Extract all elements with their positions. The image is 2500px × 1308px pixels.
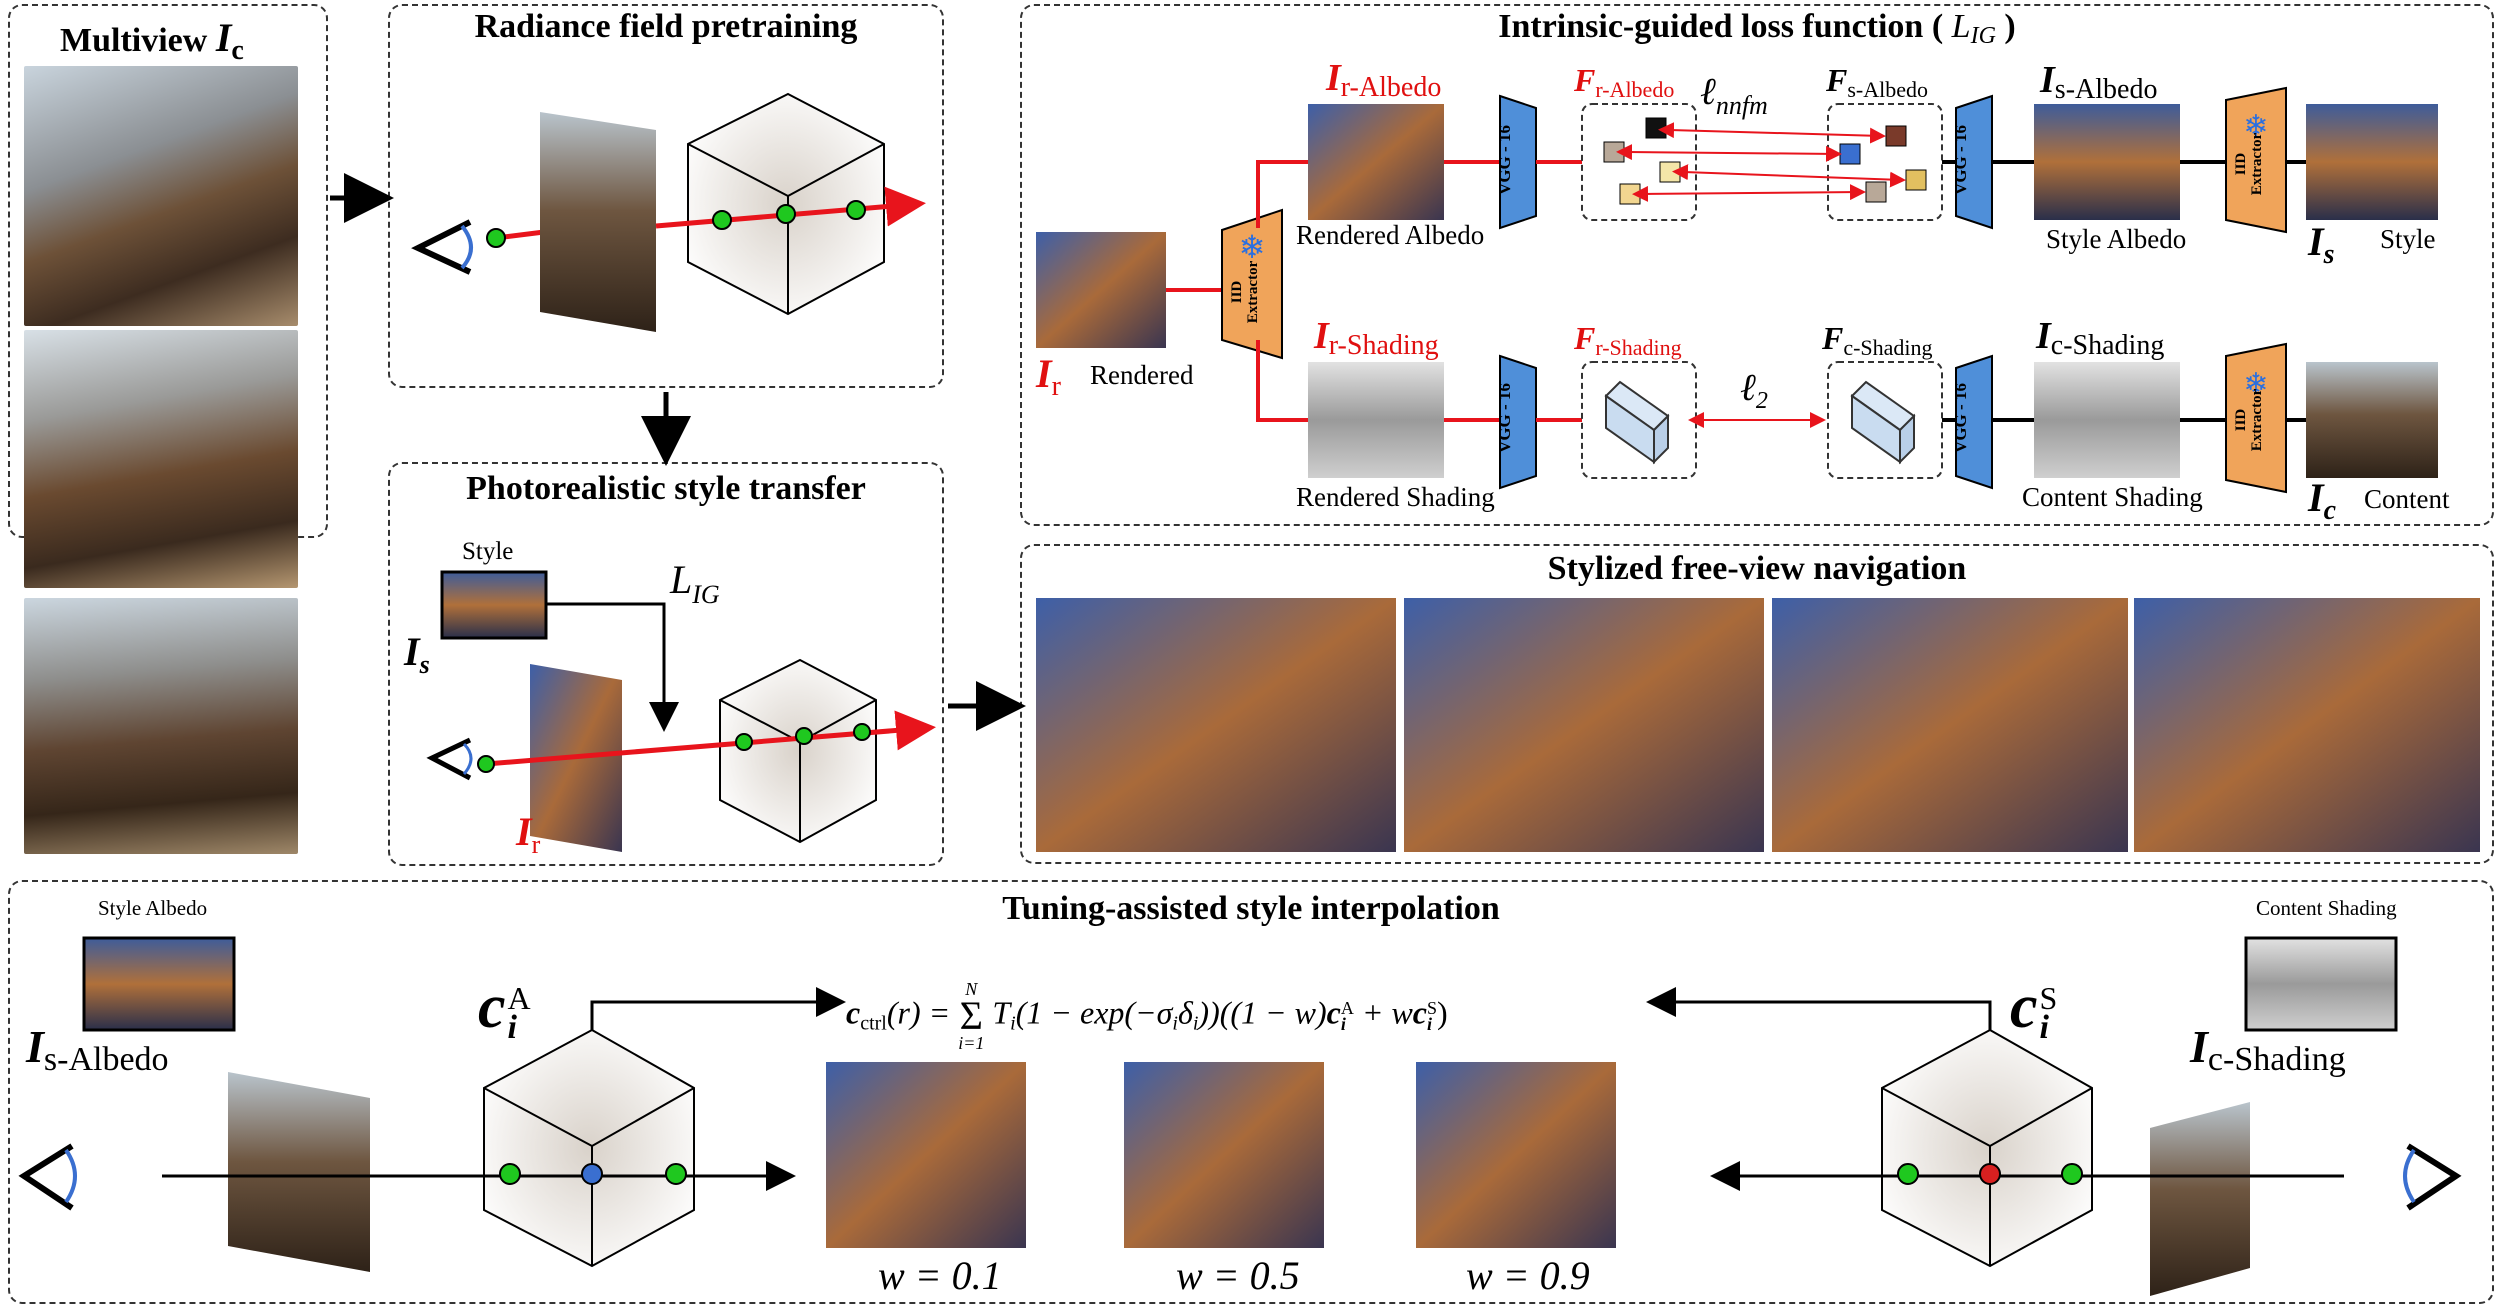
eye-icon-transfer [426, 737, 473, 781]
fs-albedo-label: Fs-Albedo [1826, 62, 1928, 102]
l2-label: ℓ2 [1740, 367, 1768, 414]
rendered-image [1036, 232, 1166, 348]
interpolation-title: Tuning-assisted style interpolation [1002, 890, 1500, 927]
snowflake-icon: ❄ [2243, 368, 2268, 401]
volume-cube-a [483, 1028, 695, 1268]
vgg-label: VGG - 16 [1494, 383, 1514, 453]
content-shading-thumbnail [2244, 936, 2398, 1032]
navigation-view-4 [2134, 598, 2480, 852]
iid-extractor-content [2225, 342, 2287, 494]
ir-sym-intrinsic: Ir [1036, 351, 1061, 402]
volume-cube-s [1881, 1028, 2093, 1268]
feature-cuboid-c-shading [1850, 380, 1916, 465]
ir-albedo-label: Ir-Albedo [1326, 57, 1442, 103]
vgg-label: VGG - 16 [1950, 125, 1970, 195]
rendered-shading-caption: Rendered Shading [1296, 482, 1495, 512]
fr-albedo-label: Fr-Albedo [1574, 62, 1675, 102]
image-plane-left [228, 1072, 370, 1272]
multiview-photo-1 [24, 66, 298, 326]
multiview-title: Multiview Ic [60, 15, 244, 66]
is-albedo-label: Is-Albedo [2040, 59, 2158, 105]
snowflake-icon: ❄ [1239, 229, 1266, 265]
navigation-view-1 [1036, 598, 1396, 852]
ir-shading-label: Ir-Shading [1314, 315, 1439, 361]
content-sym-intrinsic: Ic [2308, 475, 2337, 526]
volume-cube-transfer [719, 658, 877, 844]
eye-icon-right [2403, 1143, 2462, 1211]
loss-label-transfer: LIG [670, 557, 720, 609]
interpolation-result-3 [1416, 1062, 1616, 1248]
image-plane-pretraining [540, 112, 656, 332]
style-sym-intrinsic: Is [2308, 219, 2335, 270]
navigation-title: Stylized free-view navigation [1547, 550, 1967, 587]
image-plane-right [2150, 1102, 2250, 1296]
content-shading-image [2034, 362, 2180, 478]
multiview-photo-2 [24, 330, 298, 588]
weight-label-2: w = 0.5 [1176, 1253, 1300, 1298]
style-caption-intrinsic: Style [2380, 224, 2436, 254]
style-thumbnail-transfer [440, 570, 548, 640]
interpolation-result-1 [826, 1062, 1026, 1248]
vgg-block-r-shading [1499, 354, 1537, 490]
style-albedo-thumbnail [82, 936, 236, 1032]
fr-shading-label: Fr-Shading [1574, 320, 1682, 360]
transfer-title: Photorealistic style transfer [466, 470, 866, 507]
interpolation-panel [8, 880, 2494, 1304]
vgg-label: VGG - 16 [1494, 125, 1514, 195]
vgg-block-r-albedo [1499, 94, 1537, 230]
iid-extractor-left [1221, 208, 1283, 360]
feature-cuboid-r-shading [1604, 380, 1670, 465]
ic-shading-label: Ic-Shading [2036, 315, 2165, 361]
pretraining-title: Radiance field pretraining [474, 8, 858, 45]
ic-shading-interp: Ic-Shading [2190, 1021, 2346, 1078]
content-caption-intrinsic: Content [2364, 484, 2450, 514]
eye-icon-left [18, 1143, 77, 1211]
vgg-label: VGG - 16 [1950, 383, 1970, 453]
iid-extractor-style [2225, 86, 2287, 234]
rendered-caption-intrinsic: Rendered [1090, 360, 1194, 390]
fc-shading-label: Fc-Shading [1822, 320, 1933, 360]
nnfm-label: ℓnnfm [1700, 71, 1768, 120]
vgg-block-s-albedo [1955, 94, 1993, 230]
style-albedo-image [2034, 104, 2180, 220]
style-label-transfer: Style [462, 538, 514, 565]
snowflake-icon: ❄ [2243, 110, 2268, 143]
content-shading-caption-interp: Content Shading [2256, 896, 2397, 920]
multiview-photo-3 [24, 598, 298, 854]
is-albedo-interp: Is-Albedo [26, 1021, 169, 1078]
content-image [2306, 362, 2438, 478]
navigation-view-3 [1772, 598, 2128, 852]
intrinsic-panel [1020, 4, 2494, 526]
style-image [2306, 104, 2438, 220]
content-shading-caption-intrinsic: Content Shading [2022, 482, 2203, 512]
rendered-albedo-caption: Rendered Albedo [1296, 220, 1485, 250]
intrinsic-title: Intrinsic-guided loss function ( LIG ) [1498, 8, 2016, 49]
navigation-view-2 [1404, 598, 1764, 852]
render-sym-transfer: Ir [516, 809, 541, 859]
style-sym-transfer: Is [404, 629, 430, 679]
eye-icon-pretraining [411, 219, 473, 275]
style-albedo-caption: Style Albedo [2046, 224, 2187, 254]
vgg-block-c-shading [1955, 354, 1993, 490]
interpolation-result-2 [1124, 1062, 1324, 1248]
rendered-albedo-image [1308, 104, 1444, 220]
weight-label-1: w = 0.1 [878, 1253, 1002, 1298]
style-albedo-caption-interp: Style Albedo [98, 896, 208, 920]
weight-label-3: w = 0.9 [1466, 1253, 1590, 1298]
rendered-shading-image [1308, 362, 1444, 478]
